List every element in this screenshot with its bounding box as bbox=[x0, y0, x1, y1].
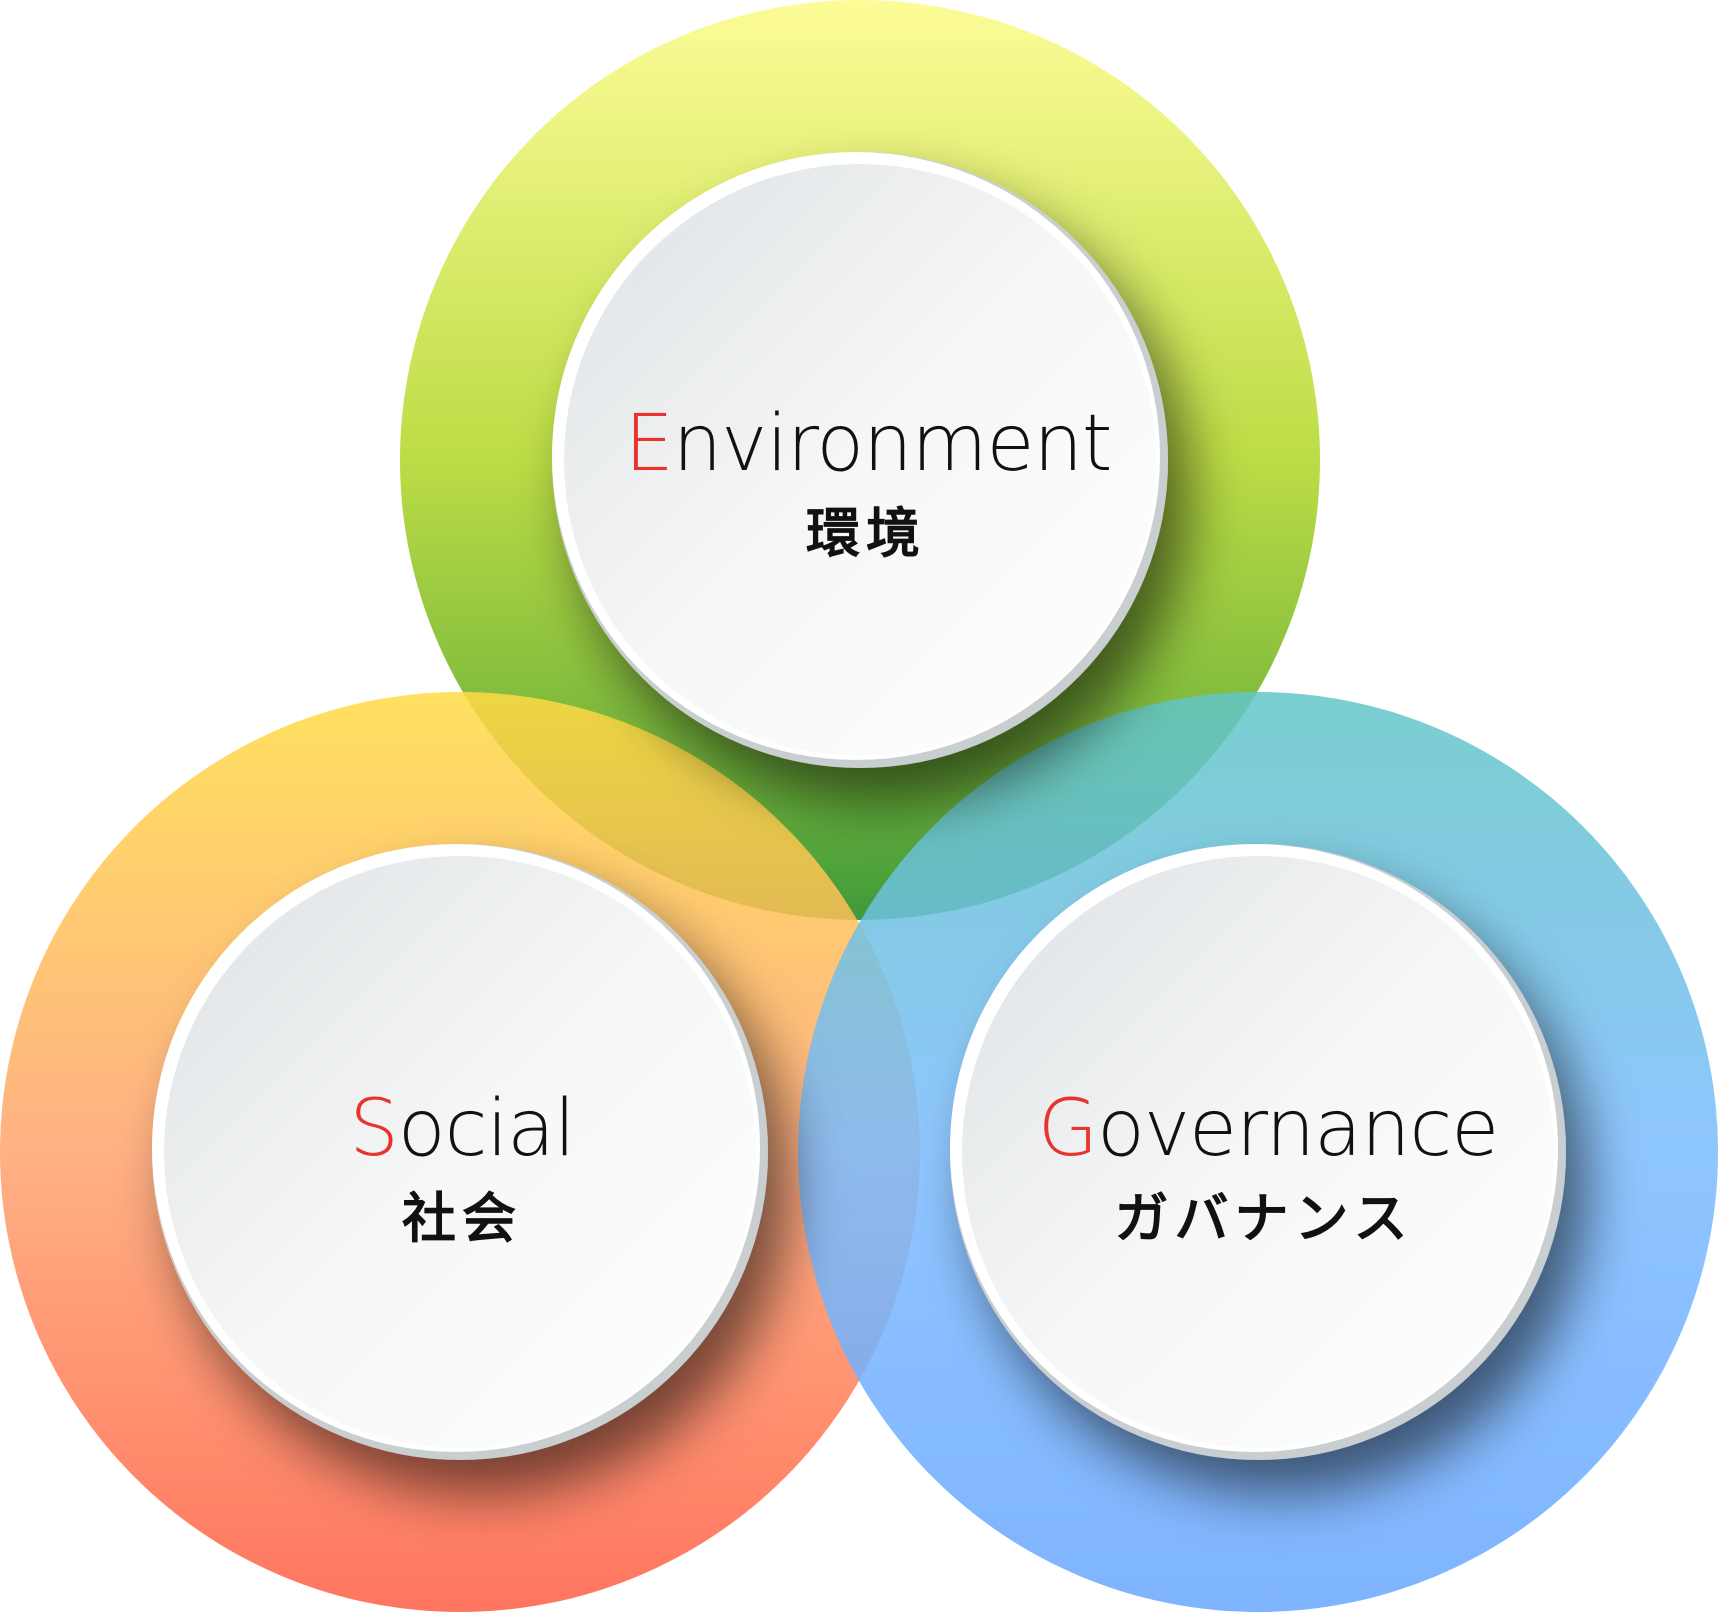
governance-label: Governance bbox=[1038, 1084, 1499, 1174]
social-label: Social bbox=[349, 1084, 574, 1174]
environment-label-ja: 環境 bbox=[806, 502, 926, 565]
social-label-ja: 社会 bbox=[402, 1187, 522, 1250]
environment-label: Environment bbox=[624, 399, 1111, 489]
governance-label-ja: ガバナンス bbox=[1115, 1187, 1414, 1250]
